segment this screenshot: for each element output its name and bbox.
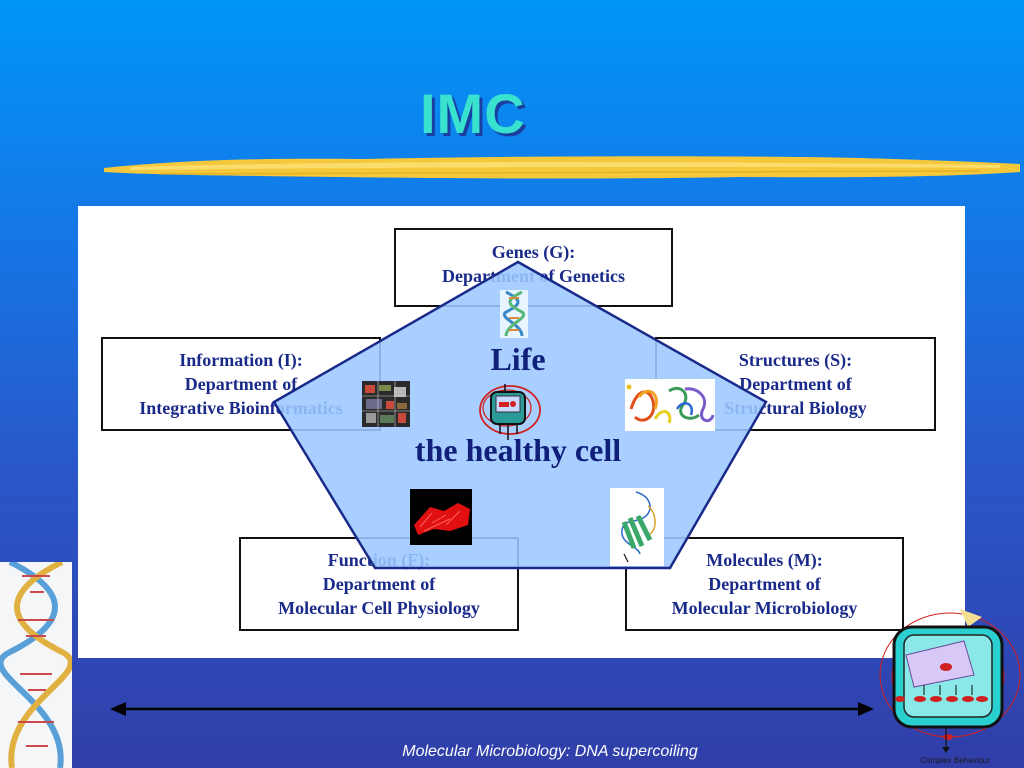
center-title: Life bbox=[490, 341, 546, 377]
cell-icon bbox=[479, 384, 541, 440]
protein-structure-image bbox=[625, 379, 715, 431]
molecule-structure-image bbox=[610, 488, 664, 566]
complex-cell-illustration bbox=[879, 609, 1021, 753]
center-subtitle: the healthy cell bbox=[414, 432, 622, 468]
dept-information-line2: Department of bbox=[184, 374, 298, 394]
dept-function-line3: Molecular Cell Physiology bbox=[278, 598, 480, 618]
bioinformatics-circuit-image bbox=[362, 381, 410, 427]
dna-helix-image bbox=[500, 290, 528, 338]
complex-behaviour-caption: Complex Behaviour bbox=[920, 756, 990, 765]
cell-physiology-image bbox=[410, 489, 472, 545]
dept-function-line2: Department of bbox=[322, 574, 436, 594]
dept-molecules-line3: Molecular Microbiology bbox=[671, 598, 858, 618]
dept-molecules-line1: Molecules (M): bbox=[706, 550, 823, 570]
dept-structures-line2: Department of bbox=[739, 374, 852, 394]
double-arrow bbox=[110, 702, 874, 716]
brush-stroke-divider bbox=[104, 156, 1020, 179]
dna-strip-decoration bbox=[0, 562, 72, 768]
dept-molecules-line2: Department of bbox=[708, 574, 821, 594]
slide-title: IMC bbox=[420, 82, 526, 145]
dept-genes-line1: Genes (G): bbox=[491, 242, 576, 262]
slide-caption: Molecular Microbiology: DNA supercoiling bbox=[402, 743, 698, 760]
dept-information-line1: Information (I): bbox=[179, 350, 303, 370]
dept-structures-line1: Structures (S): bbox=[738, 350, 853, 370]
